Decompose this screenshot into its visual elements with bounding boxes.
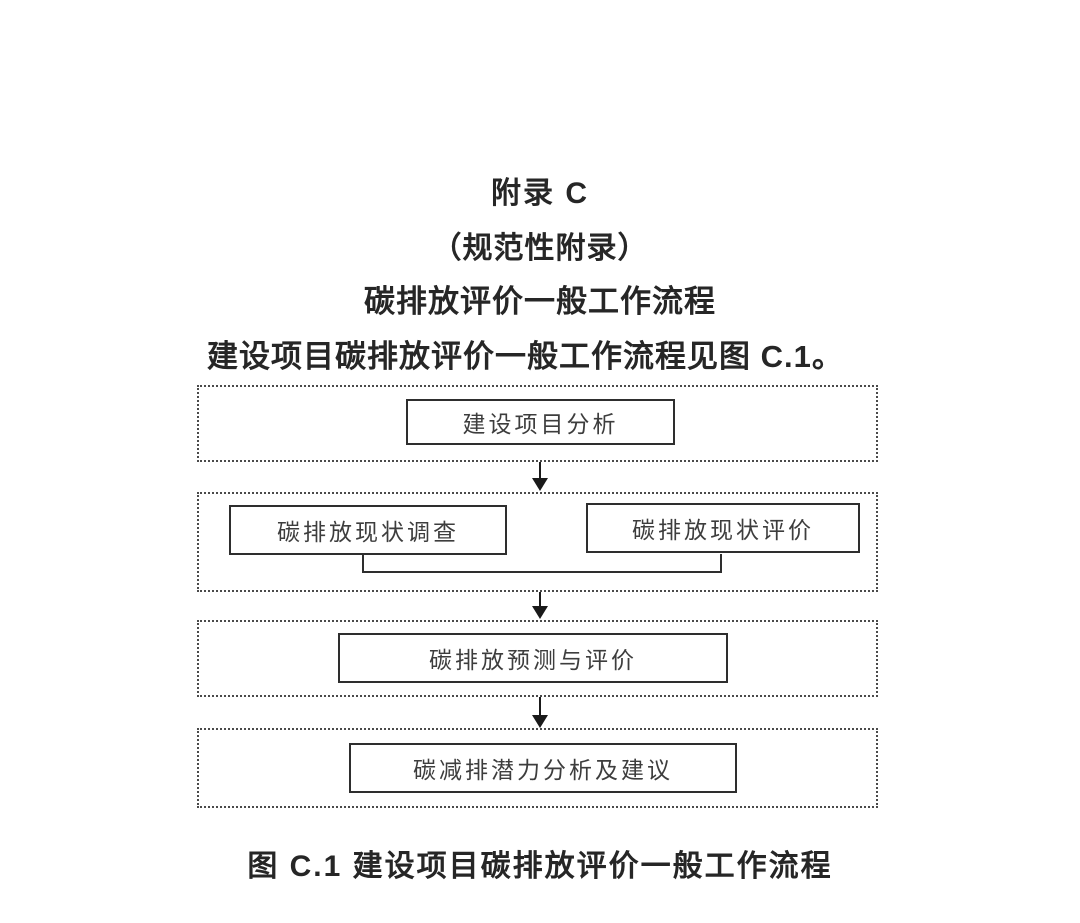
appendix-title: 碳排放评价一般工作流程: [364, 284, 716, 319]
flow-box-prediction-evaluation: 碳排放预测与评价: [338, 633, 728, 683]
stage-1-container: [197, 385, 878, 462]
figure-caption: 图 C.1 建设项目碳排放评价一般工作流程: [247, 850, 833, 883]
stage-4-container: [197, 728, 878, 808]
arrow-line: [539, 462, 541, 478]
stage-3-container: [197, 620, 878, 697]
flow-box-status-evaluation: 碳排放现状评价: [586, 503, 860, 553]
intro-paragraph: 建设项目碳排放评价一般工作流程见图 C.1。: [207, 339, 844, 374]
down-arrow-icon: [532, 697, 548, 728]
appendix-type-label: （规范性附录）: [431, 232, 649, 265]
down-arrow-icon: [532, 592, 548, 619]
flow-box-project-analysis: 建设项目分析: [406, 399, 675, 445]
merge-connector: [362, 554, 722, 573]
arrow-line: [539, 697, 541, 715]
flow-box-status-survey: 碳排放现状调查: [229, 505, 507, 555]
appendix-label: 附录 C: [491, 177, 589, 210]
arrow-line: [539, 592, 541, 606]
stage-2-container: [197, 492, 878, 592]
arrow-head: [532, 606, 548, 619]
down-arrow-icon: [532, 462, 548, 491]
arrow-head: [532, 478, 548, 491]
flow-box-reduction-potential: 碳减排潜力分析及建议: [349, 743, 737, 793]
arrow-head: [532, 715, 548, 728]
